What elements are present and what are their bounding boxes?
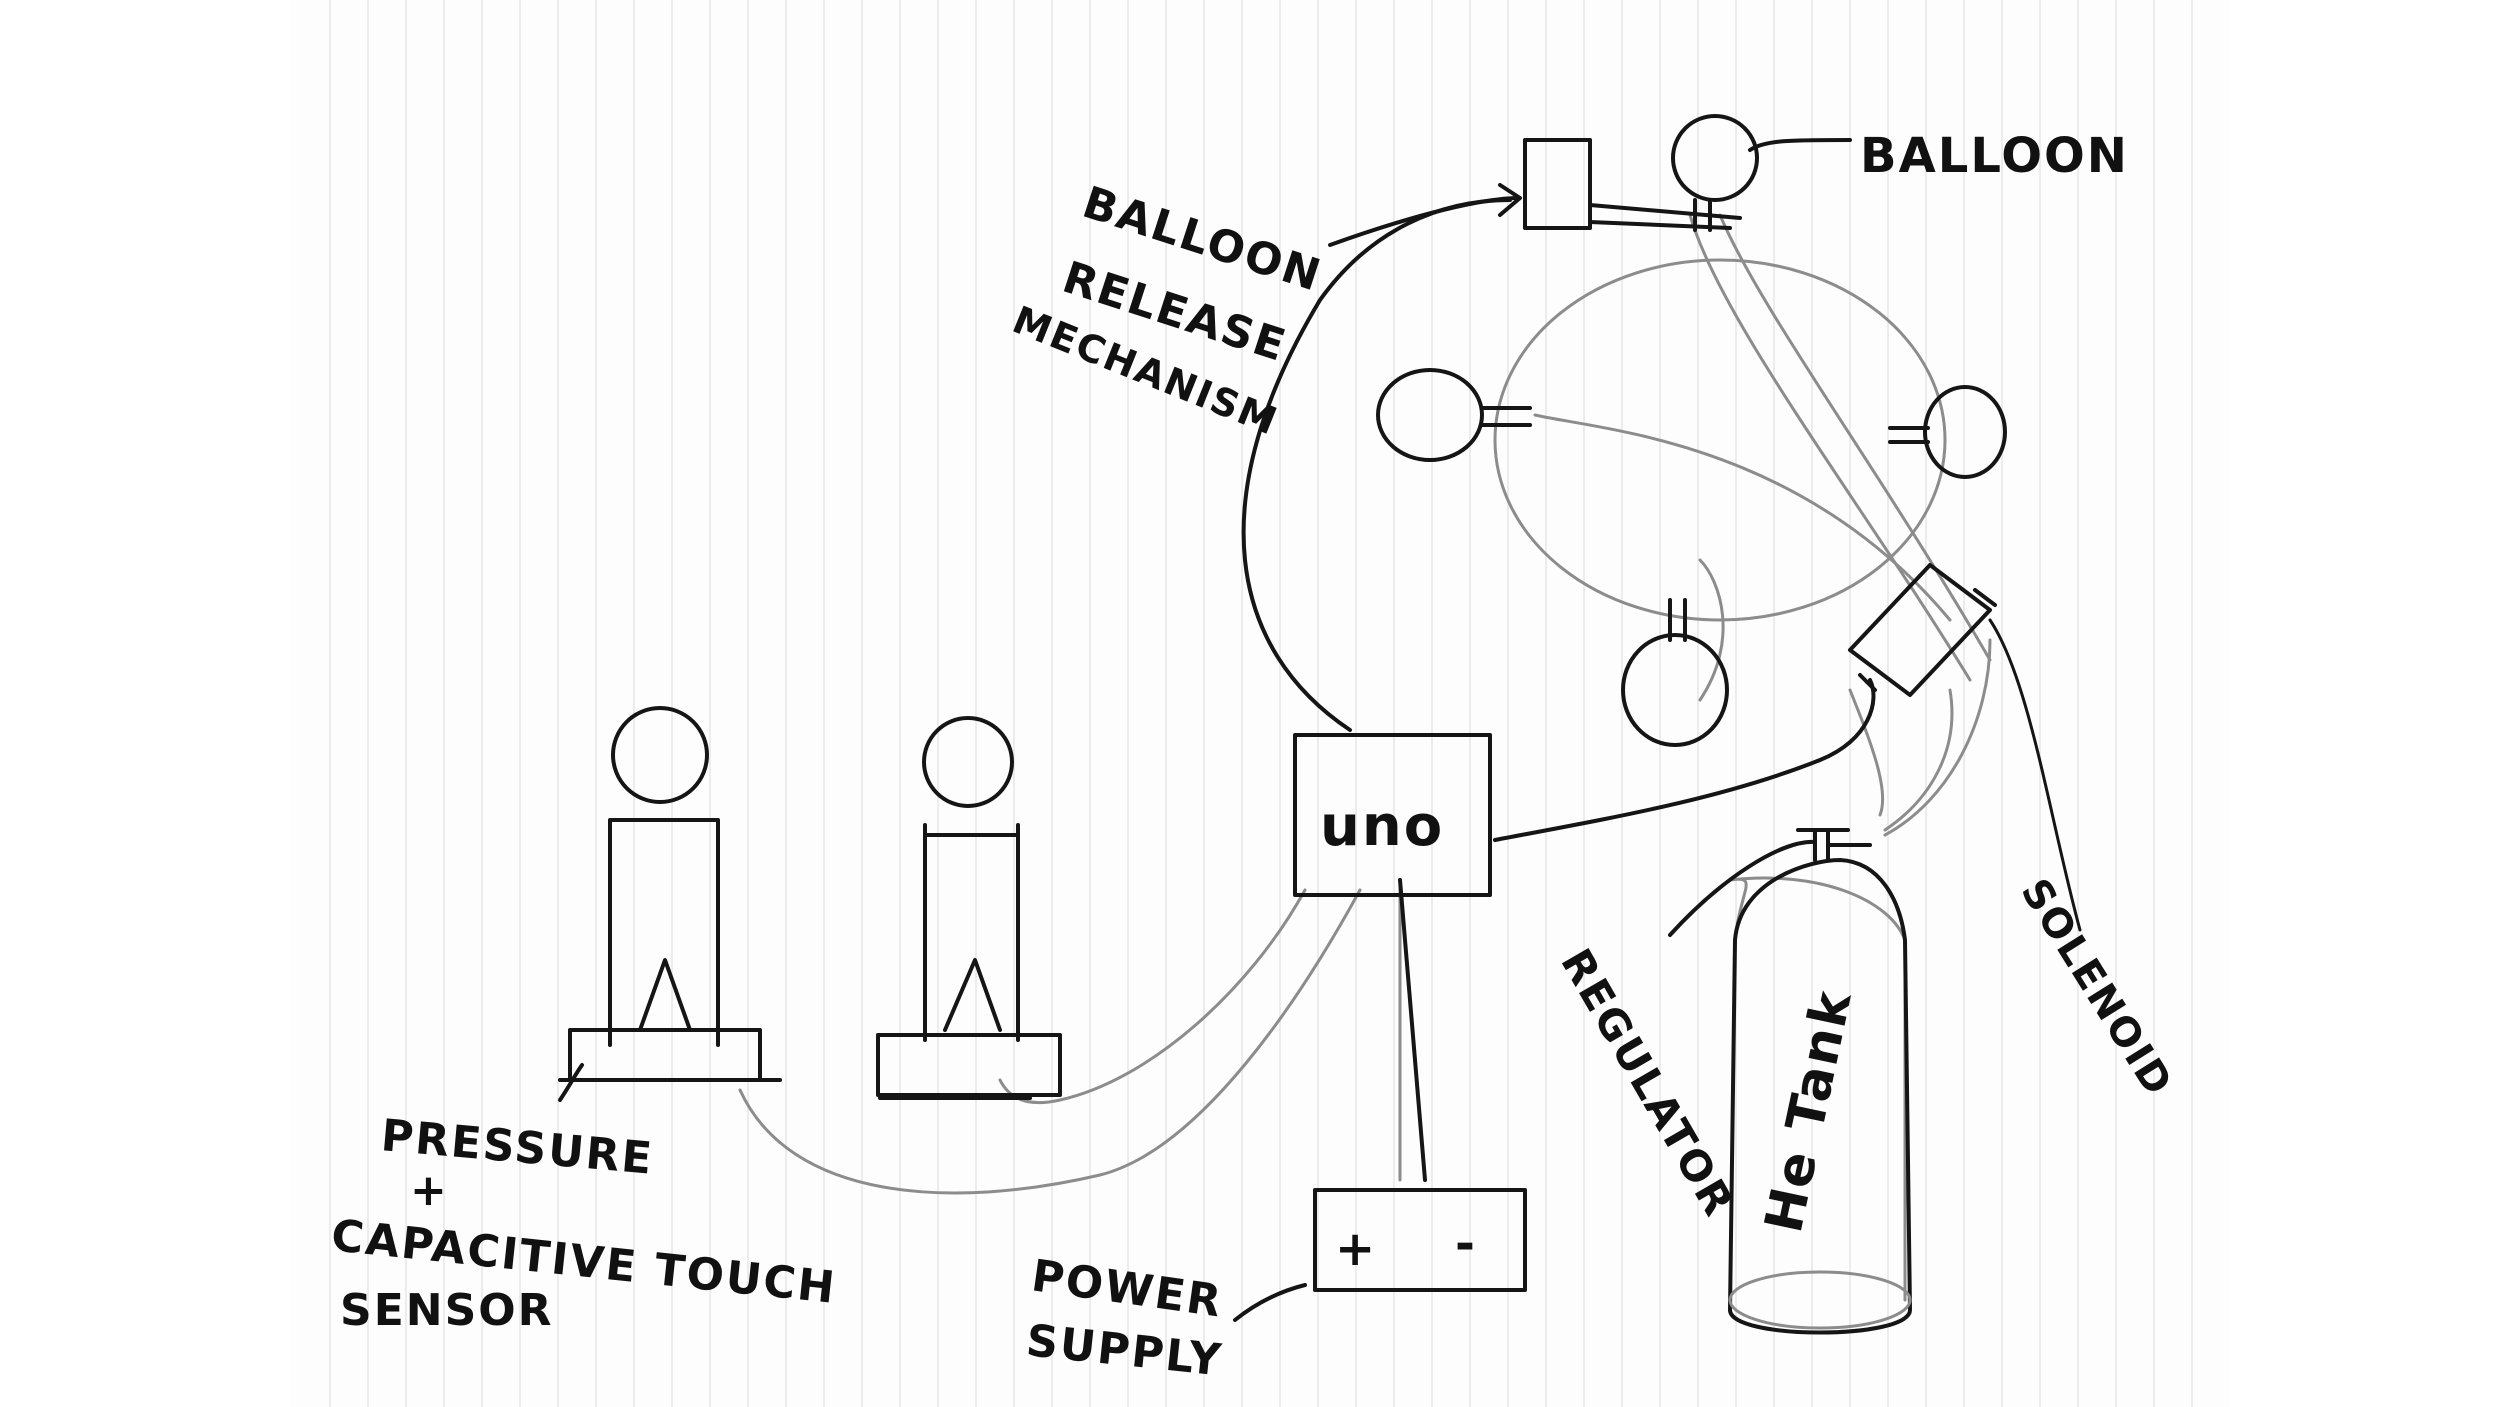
balloon-right [1888, 385, 2007, 479]
power-label-line1: POWER [1028, 1250, 1225, 1327]
battery-minus-label: - [1455, 1216, 1477, 1272]
balloon-bottom [1621, 598, 1729, 747]
sensor-label-line2: + [410, 1165, 449, 1216]
person-left [558, 706, 782, 1082]
wiring [738, 198, 1876, 1195]
person-right [876, 716, 1062, 1100]
helium-tank: He Tank [1728, 828, 1912, 1335]
tank-label: He Tank [1754, 984, 1864, 1237]
balloon-wheel [1493, 213, 1992, 702]
label-arrows [558, 138, 2082, 1102]
power-label-line2: SUPPLY [1024, 1315, 1225, 1386]
uno-label: uno [1320, 794, 1444, 859]
paper-rules [329, 0, 2193, 1407]
uno-board: uno [1293, 733, 1492, 897]
solenoid-label: SOLENOID [2012, 871, 2182, 1105]
power-supply: + - [1233, 1188, 1527, 1322]
regulator-label: REGULATOR [1551, 941, 1744, 1226]
balloon-release-mechanism [1328, 138, 1742, 247]
balloon-label: BALLOON [1860, 128, 2129, 184]
balloon-left [1376, 368, 1532, 462]
battery-plus-label: + [1335, 1221, 1377, 1277]
solenoid [1848, 563, 1997, 837]
sensor-label-line4: SENSOR [340, 1285, 554, 1336]
